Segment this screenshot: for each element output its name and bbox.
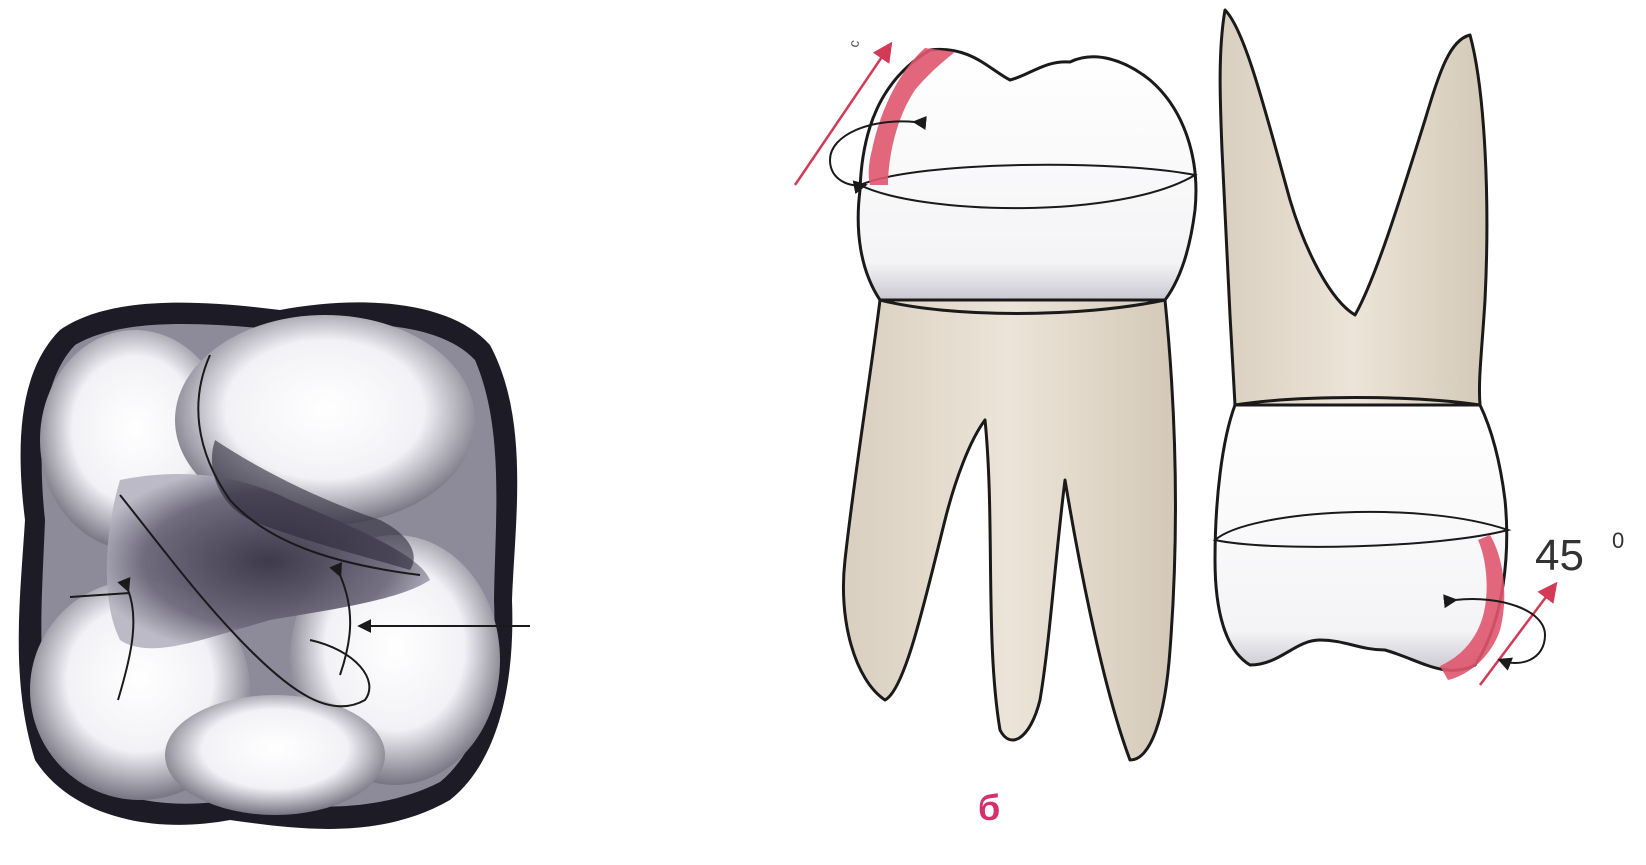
small-mark-label: с	[845, 39, 862, 49]
occlusal-view-molar-icon	[19, 302, 530, 829]
figure-letter: б	[978, 787, 1000, 828]
cusp-bottom-center	[165, 695, 385, 815]
inverted-roots	[1220, 10, 1487, 405]
inverted-molar-icon	[1215, 10, 1555, 685]
angle-label: 45	[1535, 531, 1584, 580]
molar-roots	[843, 300, 1175, 760]
angle-degree-mark: 0	[1612, 528, 1624, 553]
lateral-view-molar-icon: с	[795, 39, 1196, 760]
